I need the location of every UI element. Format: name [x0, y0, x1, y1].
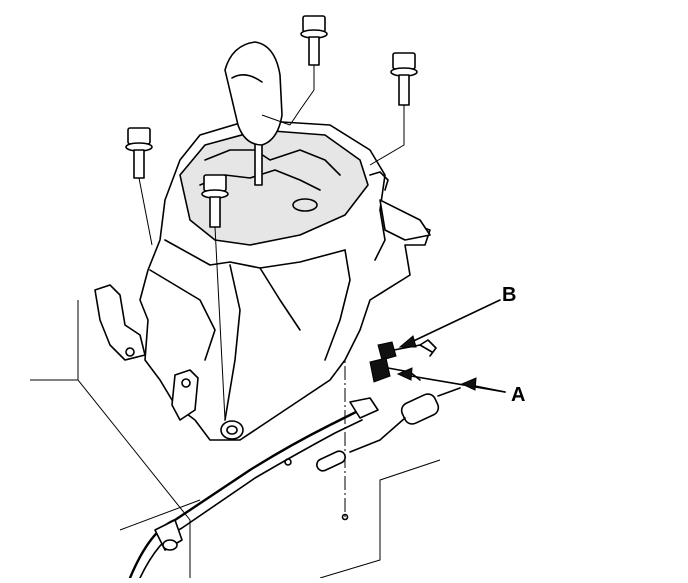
shift-cable-sheath-inner	[139, 419, 363, 579]
cable-end-eyelet	[316, 450, 346, 472]
shift-cable-sheath	[128, 408, 362, 580]
arrow-a-line-2	[469, 384, 506, 393]
cable-adjuster	[400, 393, 440, 425]
cable-small-mark	[341, 513, 349, 521]
arrow-a-head-1	[396, 367, 413, 381]
cable-small-hole	[284, 458, 292, 466]
housing-rib-2	[259, 267, 301, 331]
bolts	[125, 15, 418, 421]
front-bracket-hole	[181, 378, 191, 388]
cable-adjuster-end	[437, 387, 461, 397]
bolt-top-right	[369, 52, 418, 166]
bolt-leader	[138, 177, 153, 246]
connector-b-plug	[419, 339, 437, 357]
gate-hole	[292, 198, 318, 212]
bolt-front	[201, 174, 229, 421]
bolt-head	[392, 52, 416, 70]
cable-inner-wire	[349, 417, 406, 453]
phantom-line-right	[319, 459, 441, 579]
front-bracket-body	[171, 369, 199, 421]
shift-knob	[224, 41, 283, 146]
arrow-a-head-2	[460, 377, 477, 391]
phantom-line-left	[77, 300, 191, 578]
bottom-boss-hole	[226, 425, 238, 435]
callout-arrows	[396, 299, 506, 393]
left-bracket-hole	[125, 347, 135, 357]
bolt-leader	[214, 226, 226, 421]
bolt-top-center	[289, 15, 328, 126]
bolt-left	[125, 127, 153, 246]
housing-clip	[369, 171, 389, 191]
bolt-shank	[308, 36, 320, 66]
gate-slot-upper	[204, 149, 341, 176]
housing-ridge	[164, 239, 346, 269]
housing-left-rib	[149, 269, 216, 361]
callout-label-a: A	[511, 384, 526, 406]
callout-label-b: B	[502, 284, 517, 306]
bolt-leader-2	[289, 89, 315, 126]
housing-right-bracket	[379, 199, 431, 241]
arrow-b-head	[398, 335, 417, 348]
bolt-head	[127, 127, 151, 145]
shift-knob-highlight	[231, 74, 263, 83]
phantom-lines	[30, 300, 441, 579]
housing-front-edge	[224, 264, 241, 421]
left-mounting-bracket	[94, 284, 146, 361]
cable-bracket-clip	[349, 397, 379, 419]
bolt-shank	[209, 196, 221, 228]
bolt-head	[203, 174, 227, 192]
shift-knob-leader	[261, 114, 291, 126]
connector-b-body	[377, 341, 397, 361]
cable-grommet-hole	[162, 539, 178, 551]
housing-side-tab	[374, 209, 386, 261]
left-bracket-body	[94, 284, 146, 361]
phantom-line-lower	[119, 499, 201, 531]
front-mounting-bracket	[171, 369, 244, 440]
housing-right-edge	[324, 249, 351, 361]
bolt-shank	[133, 149, 145, 179]
bottom-boss	[220, 420, 244, 440]
bolt-leader	[369, 105, 405, 166]
arrow-b-line	[404, 299, 501, 346]
shift-cable	[128, 387, 461, 580]
shift-lever-rod	[254, 139, 263, 186]
bolt-shank	[398, 74, 410, 106]
connector-a-body	[369, 357, 391, 383]
shift-lever	[224, 41, 291, 186]
